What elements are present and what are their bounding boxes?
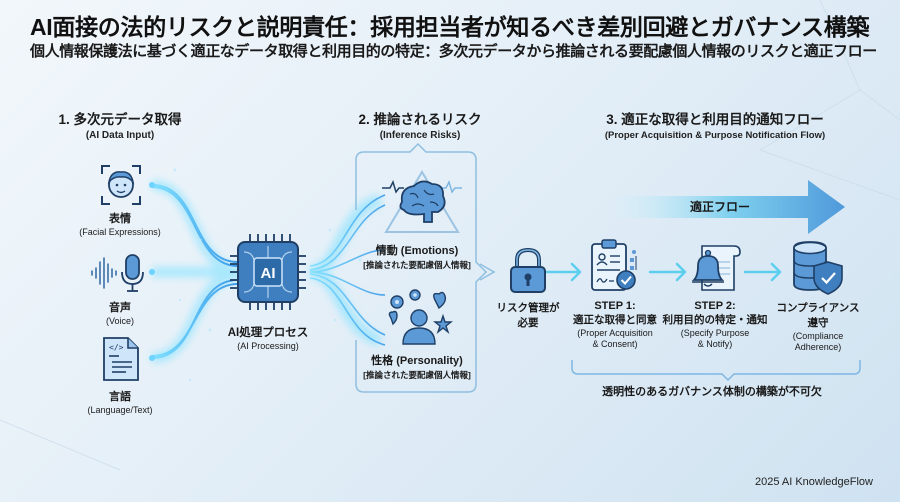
- personality-icon: [385, 288, 455, 346]
- ai-chip-icon: AI: [228, 230, 308, 314]
- facial-expressions-label: 表情 (Facial Expressions): [79, 213, 161, 237]
- section3-heading: 3. 適正な取得と利用目的通知フロー (Proper Acquisition &…: [604, 112, 826, 141]
- face-scan-icon: [98, 162, 144, 208]
- language-text-label: 言語 (Language/Text): [87, 391, 153, 415]
- emotions-label: 情動 (Emotions) [推論された要配慮個人情報]: [363, 245, 471, 270]
- compliance-label: コンプライアンス 遵守 (Compliance Adherence): [776, 302, 860, 352]
- database-shield-icon: [790, 240, 846, 296]
- clipboard-check-icon: [590, 238, 642, 294]
- section1-heading: 1. 多次元データ取得 (AI Data Input): [58, 112, 182, 141]
- brain-icon: [380, 168, 464, 236]
- proper-flow-label: 適正フロー: [689, 200, 750, 214]
- code-document-icon: </>: [102, 336, 140, 382]
- risk-bracket: [355, 142, 488, 393]
- credit-text: 2025 AI KnowledgeFlow: [754, 476, 873, 488]
- personality-label: 性格 (Personality) [推論された要配慮個人情報]: [363, 355, 471, 380]
- page-subtitle: 個人情報保護法に基づく適正なデータ取得と利用目的の特定：多次元データから推論され…: [30, 43, 877, 60]
- lock-icon: [508, 248, 548, 294]
- proper-flow-arrow: [615, 180, 845, 234]
- risk-management-label: リスク管理が 必要: [496, 302, 560, 329]
- governance-bracket: [571, 360, 861, 382]
- step1-label: STEP 1: 適正な取得と同意 (Proper Acquisition & C…: [573, 300, 657, 349]
- voice-label: 音声 (Voice): [105, 302, 134, 326]
- svg-text:</>: </>: [109, 343, 124, 352]
- bell-notify-icon: [688, 240, 742, 294]
- governance-note: 透明性のあるガバナンス体制の構築が不可欠: [602, 386, 822, 398]
- ai-processing-label: AI処理プロセス (AI Processing): [227, 327, 309, 351]
- section2-heading: 2. 推論されるリスク (Inference Risks): [358, 112, 482, 141]
- step2-label: STEP 2: 利用目的の特定・通知 (Specify Purpose & No…: [662, 300, 768, 349]
- svg-text:AI: AI: [261, 265, 276, 282]
- microphone-icon: [88, 252, 150, 294]
- page-title: AI面接の法的リスクと説明責任：採用担当者が知るべき差別回避とガバナンス構築: [30, 14, 870, 40]
